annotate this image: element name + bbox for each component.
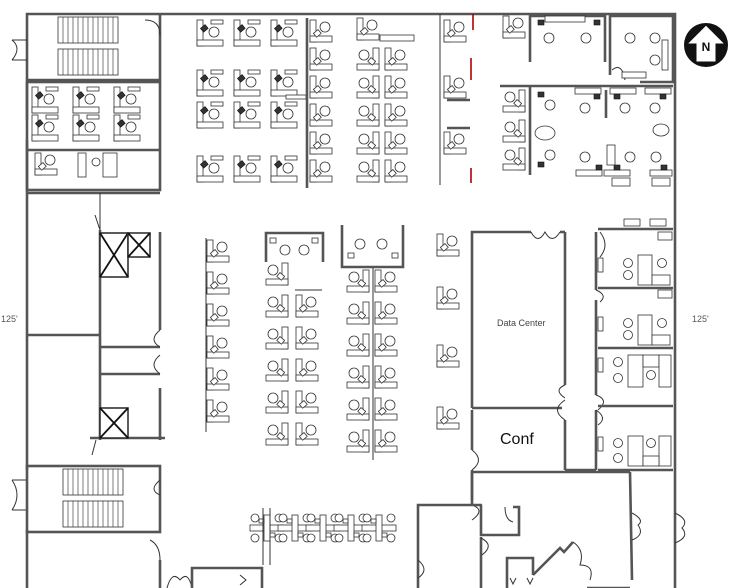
cubicles-south-pods — [249, 508, 397, 565]
stairwell-south — [25, 464, 264, 588]
north-arrow-icon: N — [683, 22, 729, 68]
west-core — [27, 191, 165, 456]
east-corridor — [565, 231, 606, 472]
northwest-office-cluster — [25, 80, 162, 192]
cubicles-north-grid — [196, 19, 307, 183]
data-center-label: Data Center — [497, 318, 546, 328]
northeast-open-office — [500, 14, 675, 187]
conference-room — [470, 399, 567, 500]
exterior-walls — [11, 12, 677, 588]
dimension-left: 125' — [1, 314, 18, 324]
stairwell-north — [27, 14, 162, 82]
cubicles-center-column-a — [264, 231, 325, 446]
cubicles-center-left-column — [205, 238, 230, 432]
conference-room-label: Conf — [500, 431, 534, 448]
cubicles-northeast-column — [439, 14, 474, 185]
dimension-right: 125' — [692, 314, 709, 324]
cubicles-north-double-column — [356, 17, 415, 183]
data-center-room — [470, 230, 567, 410]
cubicles-center-east-column — [436, 233, 460, 430]
north-arrow-label: N — [701, 40, 711, 54]
southeast-rooms — [416, 470, 686, 588]
cubicles-north-single-column — [305, 18, 333, 188]
cubicles-center-column-b — [340, 225, 405, 460]
east-private-offices — [597, 218, 673, 472]
